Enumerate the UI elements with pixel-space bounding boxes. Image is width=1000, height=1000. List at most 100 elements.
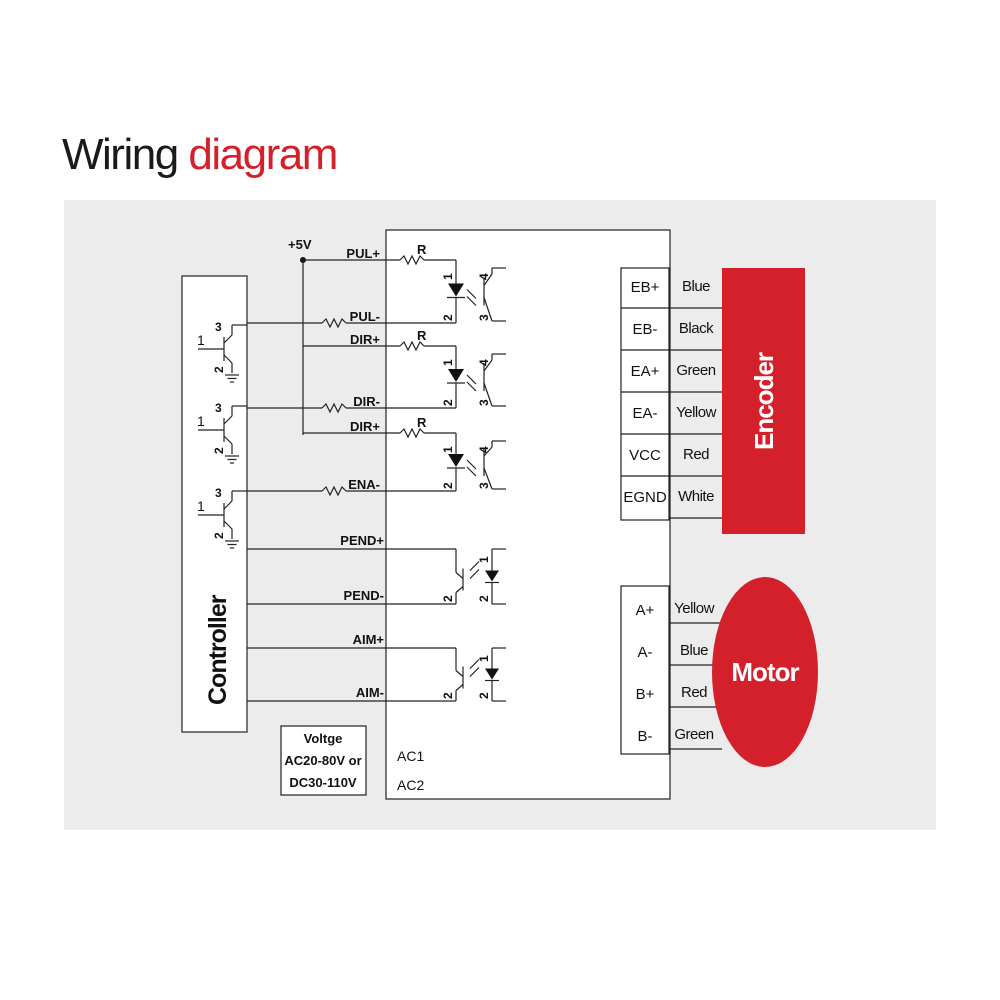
encoder-terminal-label: VCC bbox=[629, 447, 661, 464]
resistor bbox=[321, 317, 347, 329]
encoder-terminal-label: EB- bbox=[632, 321, 657, 338]
opto-pin-2: 2 bbox=[477, 692, 491, 699]
phototransistor-emitter bbox=[483, 467, 493, 490]
controller-label: Controller bbox=[204, 594, 232, 705]
encoder-terminal-label: EA- bbox=[632, 405, 657, 422]
motor-shape bbox=[712, 577, 818, 767]
encoder-block bbox=[722, 268, 805, 534]
output-optocoupler: 2 1 2 bbox=[441, 548, 506, 605]
transistor-pin-3: 3 bbox=[215, 320, 222, 334]
transistor-pin-1: 1 bbox=[197, 498, 205, 514]
opto-pin-3: 3 bbox=[477, 482, 491, 489]
supply-label: +5V bbox=[288, 237, 312, 252]
opto-pin-2: 2 bbox=[441, 482, 455, 489]
light-arrow bbox=[466, 466, 477, 477]
opto-pin-3: 3 bbox=[477, 314, 491, 321]
signal-dir-plus-2-label: DIR+ bbox=[350, 419, 380, 434]
motor-wire-color: Blue bbox=[680, 642, 708, 659]
resistor bbox=[321, 402, 347, 414]
transistor-collector bbox=[223, 500, 233, 510]
light-arrow bbox=[469, 659, 480, 669]
opto-pin-2: 2 bbox=[441, 692, 455, 699]
ac2-label: AC2 bbox=[397, 777, 424, 793]
resistor bbox=[399, 254, 425, 266]
encoder-terminal-label: EGND bbox=[623, 489, 667, 506]
voltage-note-line1: Voltge bbox=[304, 731, 343, 746]
led-icon bbox=[448, 369, 464, 382]
opto-pin-1: 1 bbox=[441, 446, 455, 453]
output-optocoupler: 2 1 2 bbox=[441, 647, 506, 702]
signal-pend-minus-label: PEND- bbox=[344, 588, 384, 603]
transistor-pin-3: 3 bbox=[215, 401, 222, 415]
encoder-terminal-label: EB+ bbox=[631, 279, 660, 296]
led-icon bbox=[485, 668, 499, 680]
encoder-terminal-label: EA+ bbox=[631, 363, 660, 380]
input-optocoupler: 1 2 3 4 bbox=[441, 440, 506, 491]
transistor-pin-1: 1 bbox=[197, 413, 205, 429]
opto-pin-1: 1 bbox=[477, 556, 491, 563]
opto-pin-1: 1 bbox=[477, 655, 491, 662]
phototransistor-emitter bbox=[483, 297, 493, 322]
light-arrow bbox=[466, 374, 477, 385]
encoder-wire-color: White bbox=[678, 488, 714, 505]
signal-ena-minus-label: ENA- bbox=[348, 477, 380, 492]
opto-pin-2: 2 bbox=[441, 595, 455, 602]
transistor-pin-2: 2 bbox=[212, 532, 226, 539]
ac1-label: AC1 bbox=[397, 748, 424, 764]
opto-pin-2: 2 bbox=[441, 314, 455, 321]
voltage-note-line3: DC30-110V bbox=[289, 775, 357, 790]
encoder-label: Encoder bbox=[749, 352, 779, 450]
light-arrow bbox=[466, 289, 477, 299]
encoder-terminal-block bbox=[620, 267, 670, 521]
signal-pul-minus-label: PUL- bbox=[350, 309, 380, 324]
opto-pin-1: 1 bbox=[441, 273, 455, 280]
voltage-note-line2: AC20-80V or bbox=[284, 753, 361, 768]
transistor-pin-1: 1 bbox=[197, 332, 205, 348]
motor-terminal-label: B- bbox=[638, 728, 653, 745]
motor-terminal-label: A+ bbox=[636, 602, 655, 619]
controller-transistor: 132 bbox=[197, 486, 247, 549]
resistor-label: R bbox=[417, 242, 427, 257]
encoder-wire-color: Red bbox=[683, 446, 709, 463]
light-arrow bbox=[469, 569, 480, 579]
opto-pin-2: 2 bbox=[441, 399, 455, 406]
opto-pin-4: 4 bbox=[477, 359, 491, 366]
resistor-label: R bbox=[417, 328, 427, 343]
light-arrow bbox=[469, 667, 480, 677]
resistor bbox=[321, 485, 347, 497]
encoder-wire-color: Blue bbox=[682, 278, 710, 295]
opto-pin-4: 4 bbox=[477, 446, 491, 453]
signal-pend-plus-label: PEND+ bbox=[340, 533, 384, 548]
resistor-label: R bbox=[417, 415, 427, 430]
phototransistor-collector bbox=[455, 572, 464, 579]
transistor-collector bbox=[223, 415, 233, 425]
encoder-wire-color: Yellow bbox=[676, 404, 716, 421]
opto-pin-2: 2 bbox=[477, 595, 491, 602]
transistor-emitter bbox=[223, 435, 233, 445]
transistor-emitter bbox=[223, 354, 233, 364]
opto-pin-3: 3 bbox=[477, 399, 491, 406]
signal-pul-plus-label: PUL+ bbox=[346, 246, 380, 261]
signal-aim-minus-label: AIM- bbox=[356, 685, 384, 700]
transistor-pin-2: 2 bbox=[212, 447, 226, 454]
phototransistor-emitter bbox=[455, 684, 464, 691]
motor-terminal-label: A- bbox=[638, 644, 653, 661]
transistor-pin-2: 2 bbox=[212, 366, 226, 373]
light-arrow bbox=[466, 459, 477, 470]
motor-wire-color: Yellow bbox=[674, 600, 714, 617]
phototransistor-emitter bbox=[483, 382, 493, 407]
phototransistor-collector bbox=[483, 273, 493, 286]
led-icon bbox=[485, 570, 499, 582]
encoder-wire-color: Black bbox=[679, 320, 714, 337]
phototransistor-emitter bbox=[455, 586, 464, 593]
title-word-diagram: diagram bbox=[188, 130, 338, 179]
phototransistor-collector bbox=[483, 446, 493, 457]
light-arrow bbox=[469, 561, 480, 571]
light-arrow bbox=[466, 296, 477, 306]
motor-wire-color: Green bbox=[674, 726, 713, 743]
light-arrow bbox=[466, 381, 477, 392]
